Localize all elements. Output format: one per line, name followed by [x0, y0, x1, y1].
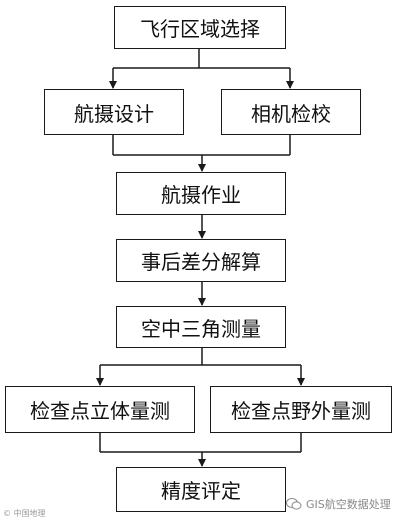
node-aerial-work: 航摄作业 [116, 172, 286, 215]
wechat-icon [286, 498, 302, 510]
node-post-processing: 事后差分解算 [116, 239, 286, 282]
node-camera-calibration: 相机检校 [221, 89, 361, 135]
node-select-area: 飞行区域选择 [114, 6, 286, 49]
node-aerial-design: 航摄设计 [44, 89, 184, 135]
node-aerial-triangulation: 空中三角测量 [116, 306, 286, 348]
node-stereo-measurement: 检查点立体量测 [5, 386, 195, 433]
node-accuracy-assessment: 精度评定 [116, 467, 286, 512]
watermark-bottom-left: © 中国地理 [3, 509, 46, 518]
watermark-text: GIS航空数据处理 [306, 498, 391, 511]
node-field-measurement: 检查点野外量测 [210, 386, 392, 433]
watermark-bottom-right: GIS航空数据处理 [286, 496, 391, 512]
